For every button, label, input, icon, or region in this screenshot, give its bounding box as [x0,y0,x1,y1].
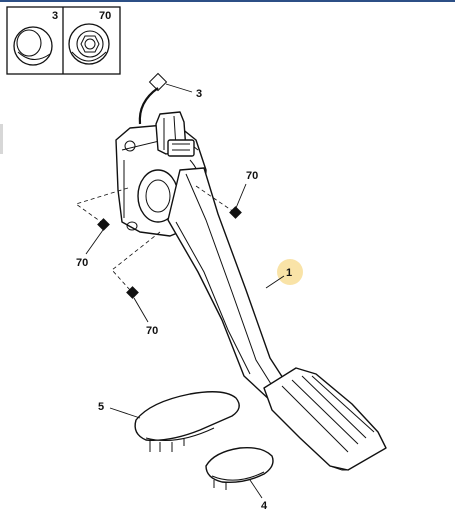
callout-pedal-assembly[interactable]: 1 [265,259,303,289]
flanged-nut-icon [68,23,110,65]
callout-pedal-assembly-label: 1 [286,267,292,279]
callout-nut-right: 70 [246,170,258,182]
legend-ref-70: 70 [99,10,111,22]
legend-ref-3: 3 [52,10,58,22]
pedal-pad [263,367,387,471]
top-rule [0,0,455,2]
callout-pad-large: 5 [98,401,104,413]
pad-large[interactable] [109,391,240,452]
callout-nut-left: 70 [76,257,88,269]
callout-sensor-clip: 3 [196,88,202,100]
nut-right-marker [229,206,242,219]
legend-cell-3[interactable]: 3 [13,10,58,66]
sensor-clip [138,72,193,125]
callout-highlight [277,259,303,285]
pedal-assembly[interactable] [115,111,387,471]
pad-small[interactable] [205,446,274,499]
grommet-cap-icon [13,26,53,66]
nut-left-marker [97,218,110,231]
callout-pad-small: 4 [261,500,268,512]
callout-nut-bottom: 70 [146,325,158,337]
mounting-lines [75,185,235,291]
left-edge-mark [0,124,3,154]
legend-cell-70[interactable]: 70 [68,10,111,65]
nut-bottom-marker [126,286,139,299]
